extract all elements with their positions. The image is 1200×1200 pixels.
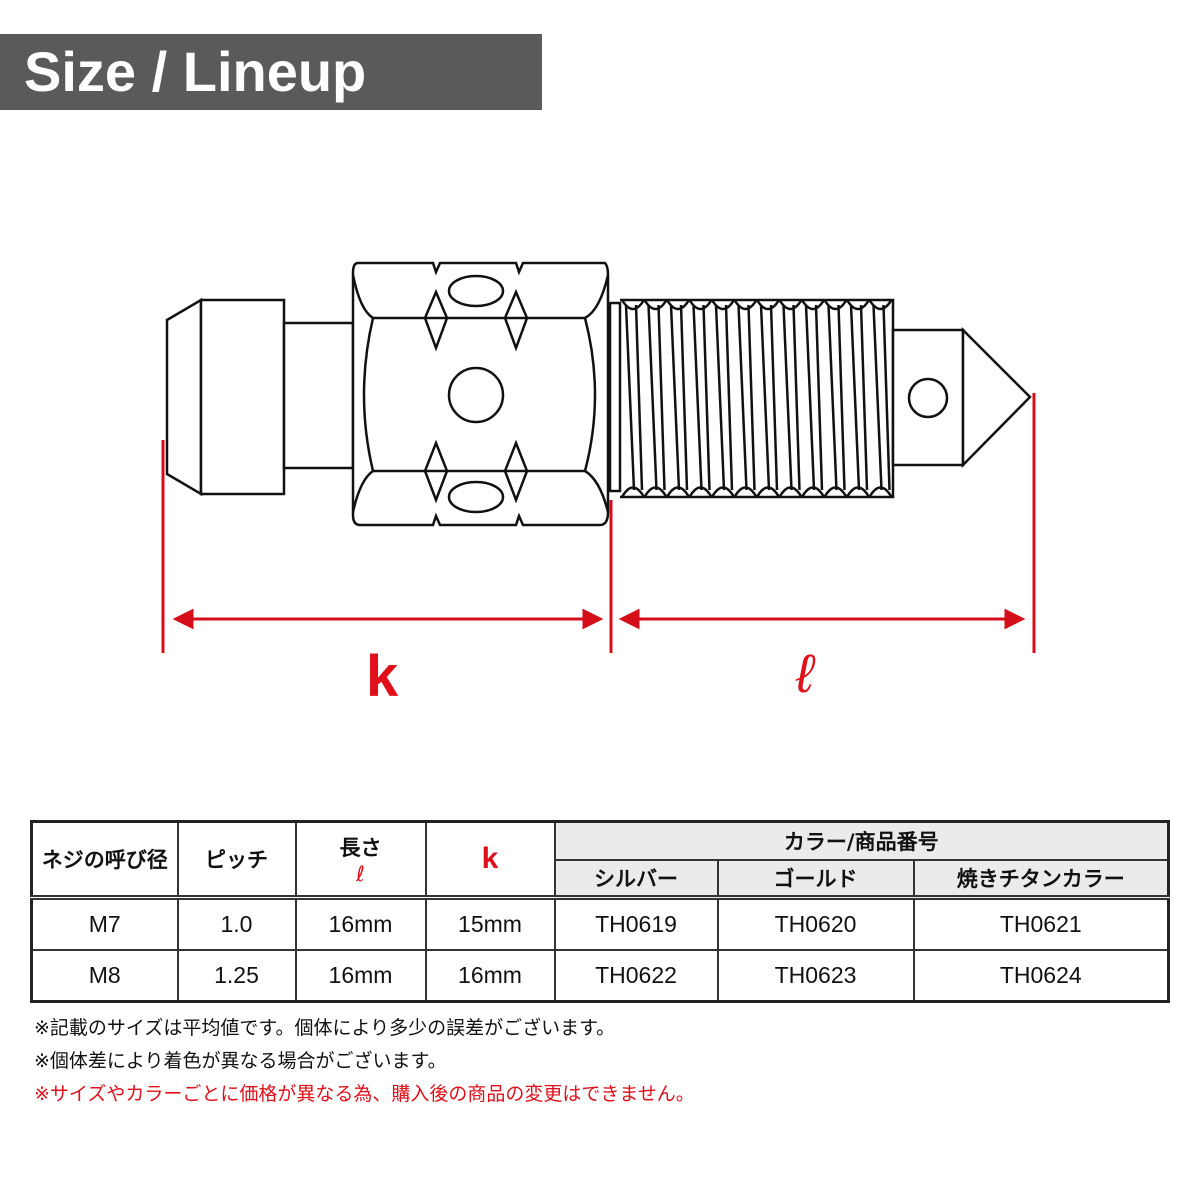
thread-ridge — [868, 299, 893, 498]
cell-size: M8 — [30, 949, 179, 1003]
header-length-symbol: ℓ — [356, 862, 365, 886]
cell-k: 15mm — [424, 895, 556, 951]
cell-pitch: 1.0 — [176, 895, 297, 951]
thread-ridge — [710, 299, 736, 498]
thread-ridge — [643, 299, 668, 498]
cell-silver: TH0619 — [553, 895, 719, 951]
thread-ridge — [733, 299, 758, 498]
table-row: M8 1.25 16mm 16mm TH0622 TH0623 TH0624 — [30, 949, 1170, 1003]
bolt-hex-body — [351, 261, 610, 527]
thread-ridge — [800, 299, 826, 498]
note: ※個体差により着色が異なる場合がございます。 — [34, 1050, 447, 1072]
header-length-label: 長さ — [339, 836, 382, 860]
cell-titanium: TH0621 — [912, 895, 1170, 951]
cell-k: 16mm — [424, 949, 556, 1003]
cell-silver: TH0622 — [553, 949, 719, 1003]
header-k: k — [424, 820, 556, 899]
header-color-group: カラー/商品番号 — [553, 820, 1170, 861]
cell-gold: TH0623 — [716, 949, 915, 1003]
cell-length: 16mm — [294, 949, 427, 1003]
thread-ridge — [778, 299, 803, 498]
thread-ridge — [845, 299, 871, 498]
header-titanium: 焼きチタンカラー — [912, 859, 1170, 899]
dimension-label-l: ℓ — [796, 644, 814, 704]
thread-ridge — [620, 299, 646, 498]
notes: ※記載のサイズは平均値です。個体により多少の誤差がございます。 ※個体差により着… — [34, 1012, 695, 1111]
table-row: M7 1.0 16mm 15mm TH0619 TH0620 TH0621 — [30, 895, 1170, 951]
header-size: ネジの呼び径 — [30, 820, 179, 899]
bolt-cap — [165, 297, 355, 497]
cell-gold: TH0620 — [716, 895, 915, 951]
cell-length: 16mm — [294, 895, 427, 951]
cell-size: M7 — [30, 895, 179, 951]
page-title: Size / Lineup — [24, 40, 367, 103]
note-warning: ※サイズやカラーごとに価格が異なる為、購入後の商品の変更はできません。 — [34, 1083, 695, 1105]
thread-ridge — [665, 299, 691, 498]
page-title-banner: Size / Lineup — [0, 34, 542, 110]
bolt-diagram — [161, 261, 1036, 653]
bolt-tip — [891, 326, 1032, 469]
header-pitch: ピッチ — [176, 820, 297, 899]
note: ※記載のサイズは平均値です。個体により多少の誤差がございます。 — [34, 1017, 616, 1039]
header-gold: ゴールド — [716, 859, 915, 899]
thread-ridge — [688, 299, 713, 498]
cell-titanium: TH0624 — [912, 949, 1170, 1003]
thread-ridge — [755, 299, 781, 498]
dimension-lines — [161, 393, 1036, 653]
cell-pitch: 1.25 — [176, 949, 297, 1003]
thread-ridge — [823, 299, 848, 498]
header-silver: シルバー — [553, 859, 719, 899]
bolt-thread — [608, 298, 895, 499]
dimension-label-k: k — [366, 644, 399, 709]
